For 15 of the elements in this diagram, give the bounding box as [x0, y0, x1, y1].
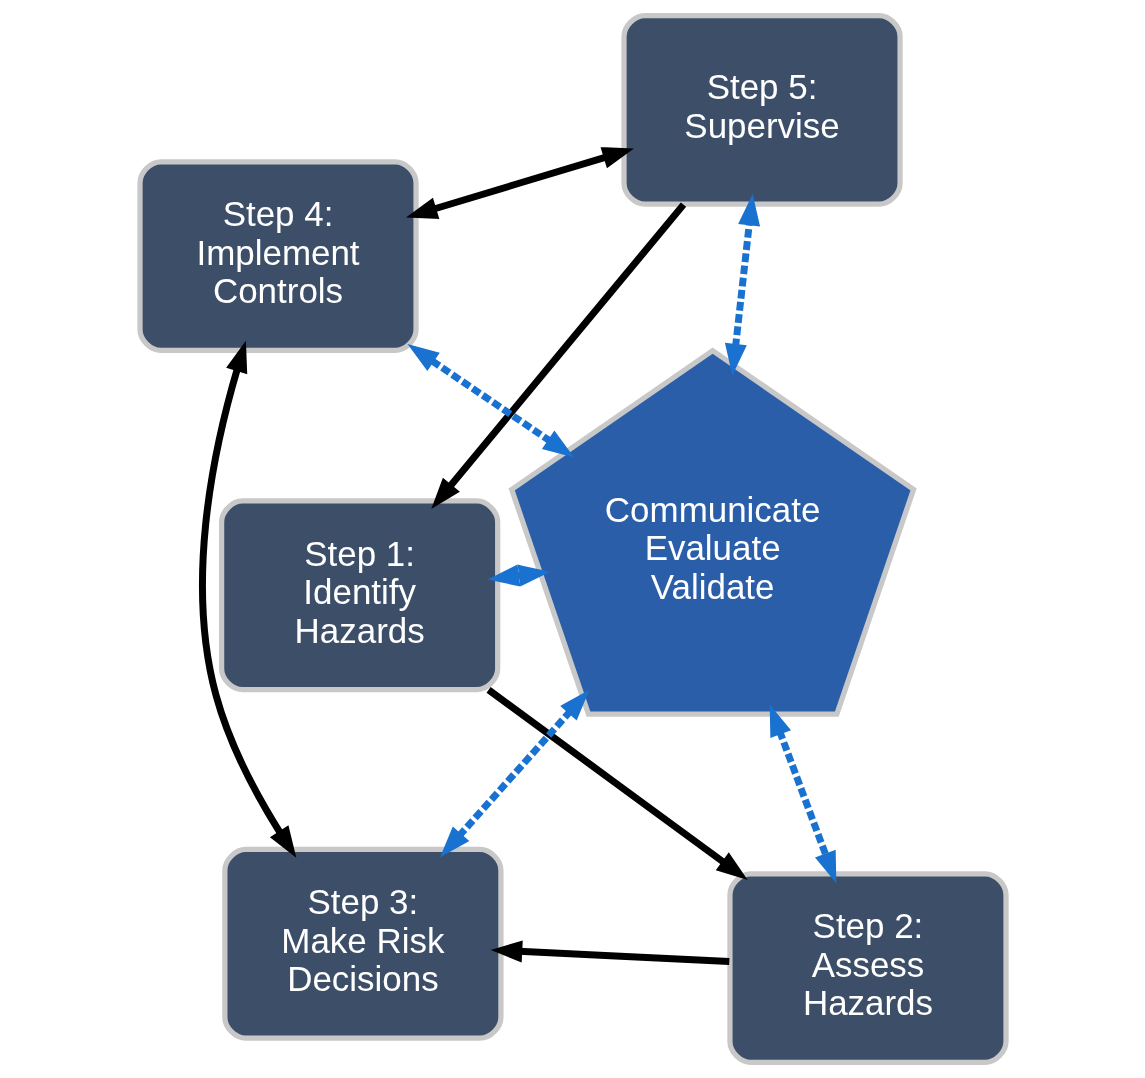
arrow [490, 940, 729, 965]
arrow [405, 147, 634, 219]
node-box: Step 1: Identify Hazards [218, 498, 500, 693]
arrow [430, 202, 686, 509]
arrow [724, 193, 760, 376]
arrow [406, 344, 574, 458]
node-box: Step 2: Assess Hazards [726, 871, 1009, 1066]
node-box: Step 3: Make Risk Decisions [221, 846, 504, 1041]
arrow [487, 564, 550, 587]
arrow [439, 689, 589, 858]
node-box: Step 4: Implement Controls [136, 159, 419, 354]
arrow [486, 687, 748, 880]
node-box: Step 5: Supervise [620, 12, 903, 207]
arrow [198, 340, 296, 858]
arrow [769, 704, 836, 884]
